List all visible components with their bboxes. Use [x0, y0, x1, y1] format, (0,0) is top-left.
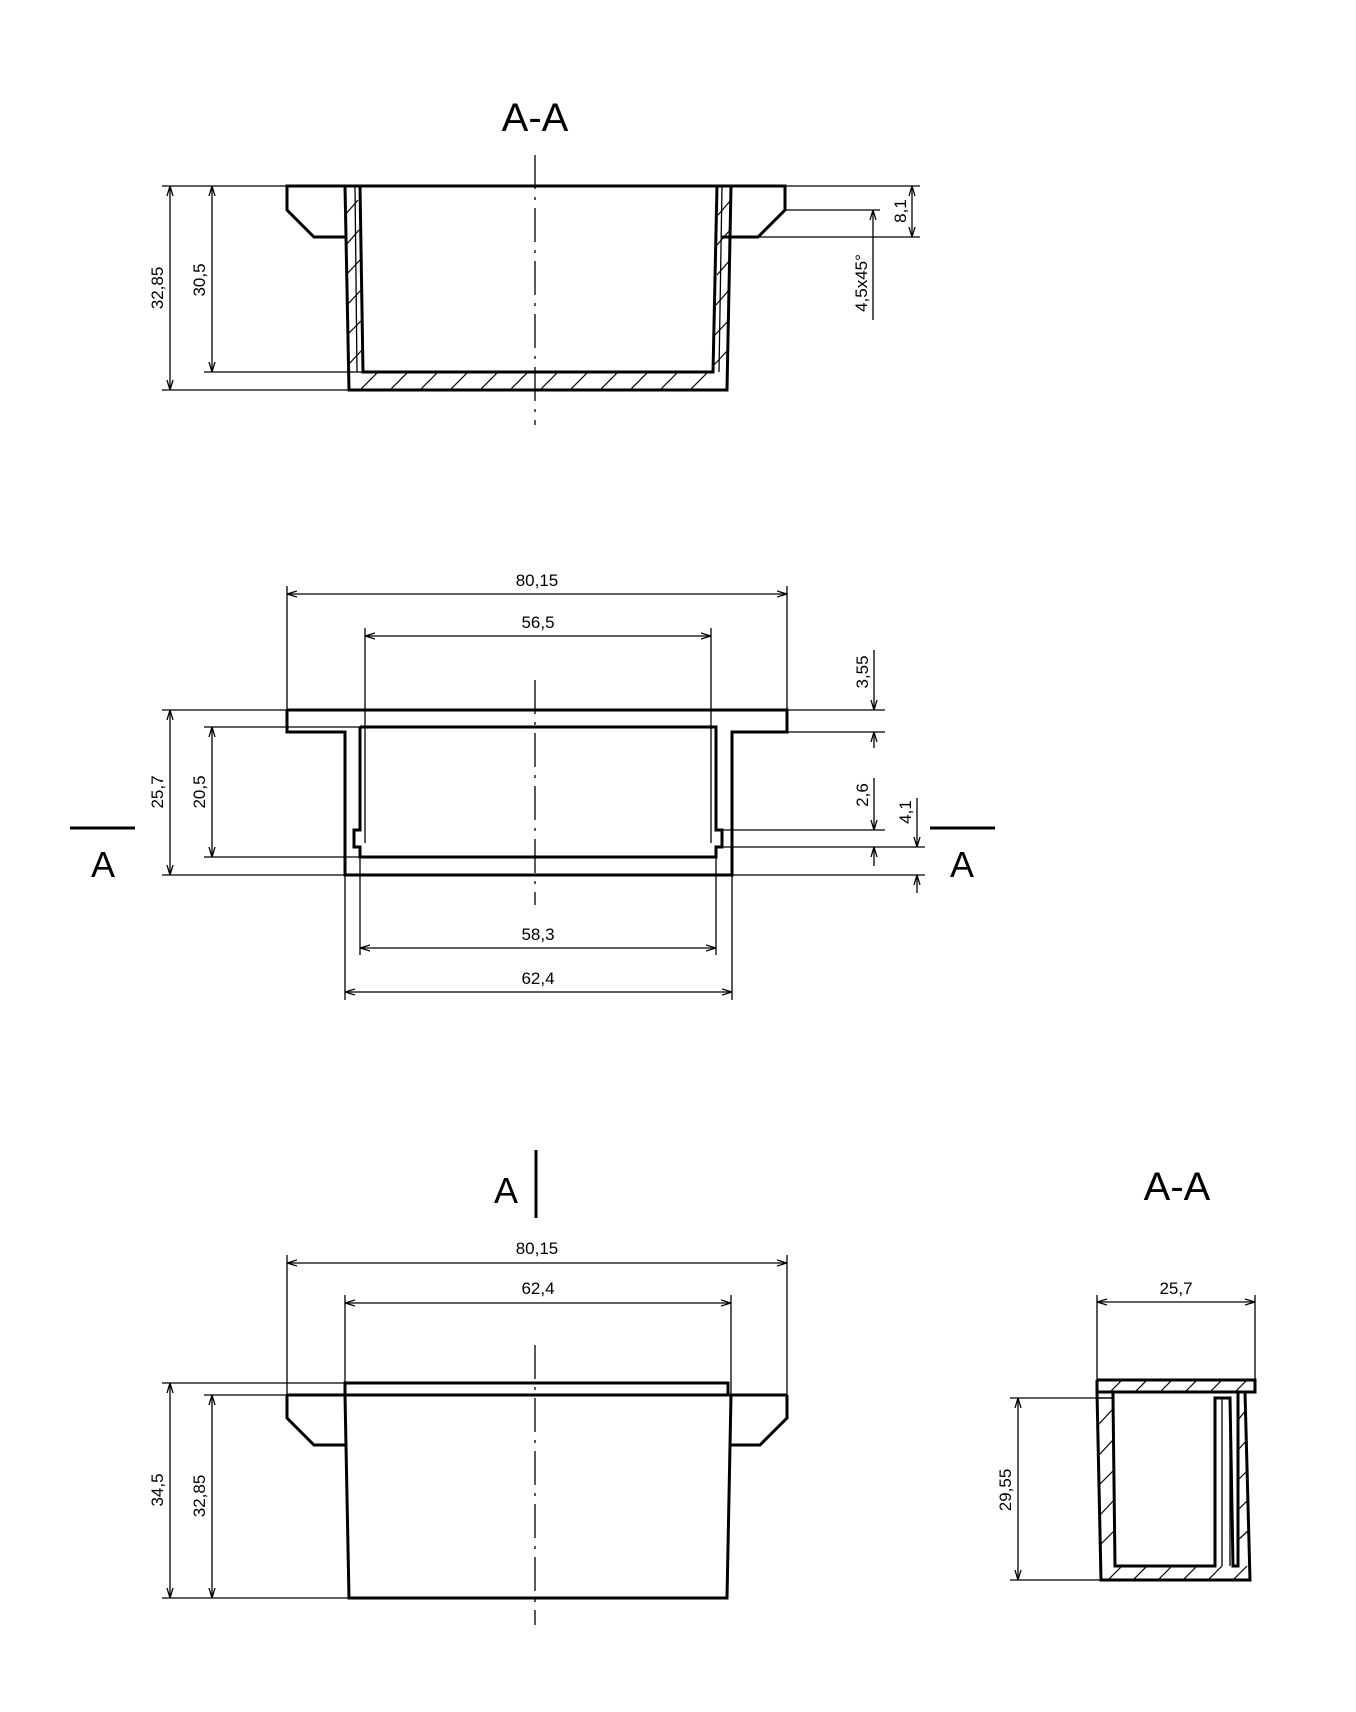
- dim-front-flange-width: 80,15: [516, 1239, 559, 1258]
- cut-marker-right: A: [950, 844, 974, 885]
- body-outer: [343, 185, 733, 392]
- front-body: [343, 1394, 733, 1600]
- flange-plate: [285, 708, 789, 877]
- top-view-middle: 80,15 56,5 25,7 20,5 3,55 2,6 4,1: [70, 571, 995, 1000]
- side-outline: [1095, 1378, 1257, 1582]
- dim-side-height: 29,55: [996, 1469, 1015, 1512]
- cut-marker-front: A: [494, 1170, 518, 1211]
- side-section-view: A-A: [996, 1165, 1257, 1582]
- dim-front-body-height: 32,85: [190, 1475, 209, 1518]
- hatch-right-wall: [713, 199, 732, 366]
- side-hatch-top: [1109, 1379, 1248, 1393]
- liner-right: [718, 185, 723, 373]
- dim-front-overall-height: 34,5: [148, 1473, 167, 1506]
- side-hatch-left: [1097, 1409, 1116, 1546]
- section-title-top: A-A: [502, 96, 569, 140]
- dim-front-body-width: 62,4: [521, 1279, 554, 1298]
- dim-flange-height: 8,1: [891, 199, 910, 223]
- side-hatch-bottom: [1107, 1565, 1248, 1581]
- dim-overall-height: 32,85: [148, 267, 167, 310]
- dim-side-width: 25,7: [1159, 1279, 1192, 1298]
- body-inner: [358, 185, 719, 374]
- section-view-top: A-A: [148, 96, 920, 425]
- hatch-left-wall: [344, 199, 363, 366]
- cut-marker-left: A: [91, 844, 115, 885]
- dim-step-b: 4,1: [896, 800, 915, 824]
- liner-left: [354, 185, 358, 373]
- dim-overall-depth: 25,7: [148, 775, 167, 808]
- dim-lower-inner-width: 58,3: [521, 925, 554, 944]
- left-flange: [285, 184, 345, 239]
- top-cap: [343, 1381, 730, 1395]
- front-right-flange: [731, 1395, 789, 1447]
- dim-step-a: 2,6: [853, 783, 872, 807]
- dim-chamfer: 4,5x45°: [852, 254, 871, 312]
- front-left-flange: [285, 1395, 345, 1447]
- dim-inner-depth: 20,5: [190, 775, 209, 808]
- inner-cavity: [352, 725, 724, 859]
- hatch-bottom: [359, 371, 709, 391]
- dim-flange-thickness: 3,55: [853, 655, 872, 688]
- side-inner: [1111, 1392, 1240, 1568]
- side-hatch-right: [1237, 1409, 1250, 1541]
- dim-inner-height: 30,5: [190, 263, 209, 296]
- dim-inner-width: 56,5: [521, 613, 554, 632]
- section-title-side: A-A: [1144, 1165, 1211, 1209]
- dim-flange-width: 80,15: [516, 571, 559, 590]
- dim-body-width: 62,4: [521, 969, 554, 988]
- front-view-bottom: A 80,15 62,4 34,5 32,85: [148, 1150, 789, 1625]
